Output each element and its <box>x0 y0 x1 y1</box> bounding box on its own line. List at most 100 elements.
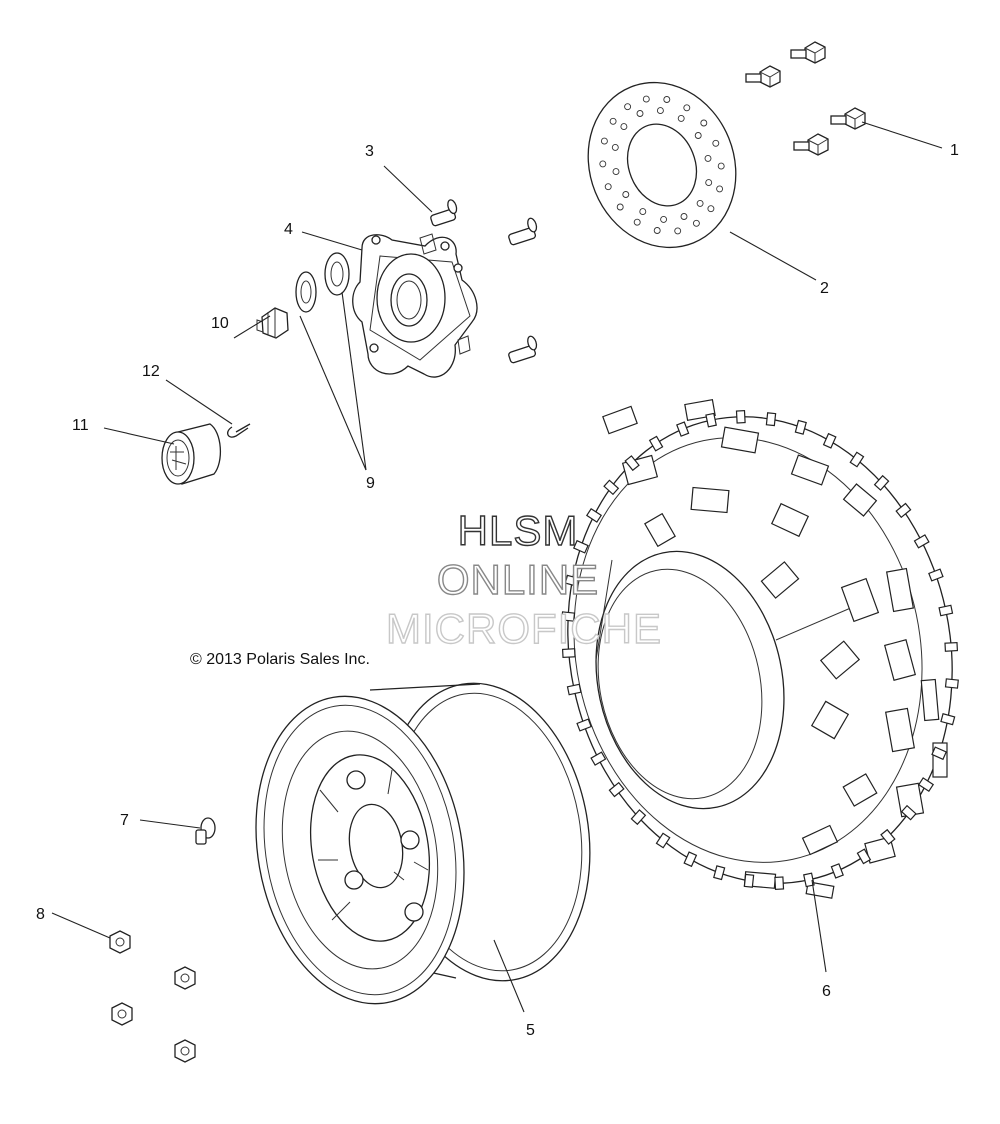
hub-cap <box>161 423 221 485</box>
disc-hole <box>694 132 702 139</box>
hub-stud <box>508 335 538 364</box>
disc-hole <box>696 199 704 207</box>
disc-hole <box>599 160 607 168</box>
disc-hole <box>677 114 685 122</box>
tread-edge <box>608 781 625 798</box>
callout-11: 11 <box>72 417 89 434</box>
tread-edge <box>900 804 917 821</box>
tread-lug <box>690 486 730 514</box>
tread-edge <box>648 435 664 452</box>
washers <box>295 252 350 313</box>
tread-edge <box>830 863 844 879</box>
lug-nuts <box>109 930 196 1063</box>
callout-8: 8 <box>36 906 45 923</box>
tread-edge <box>822 432 837 449</box>
tread-lug <box>884 707 916 753</box>
disc-hole <box>642 95 650 103</box>
tread-edge <box>624 455 640 472</box>
castle-nut <box>256 307 289 339</box>
tread-edge <box>856 848 872 865</box>
tread-edge <box>917 777 935 793</box>
disc-hole <box>609 117 617 125</box>
tread-edge <box>940 713 956 726</box>
disc-hole <box>622 191 630 198</box>
tread-lug <box>602 405 638 435</box>
cotter-pin <box>227 423 251 438</box>
disc-hole <box>707 205 715 213</box>
callout-10: 10 <box>211 315 229 332</box>
callout-3: 3 <box>365 143 374 160</box>
disc-hole <box>624 103 632 111</box>
watermark-line3: MICROFICHE <box>386 605 662 652</box>
watermark: HLSM ONLINE MICROFICHE <box>385 506 662 652</box>
callout-7: 7 <box>120 812 129 829</box>
tread-lug <box>770 502 810 538</box>
tread-edge <box>683 851 698 868</box>
disc-hole <box>700 119 708 127</box>
valve-stem <box>195 817 216 845</box>
tread-lug <box>760 561 800 599</box>
copyright-text: © 2013 Polaris Sales Inc. <box>190 651 370 668</box>
disc-hole <box>674 227 682 235</box>
disc-hole <box>656 107 664 115</box>
hub-studs <box>430 199 538 364</box>
tread-edge <box>561 648 576 659</box>
tread-lug <box>819 640 861 680</box>
brake-bolt <box>790 41 826 64</box>
tread-edge <box>590 751 607 766</box>
tread-edge <box>774 876 785 891</box>
leader-lines <box>51 121 943 1013</box>
callout-2: 2 <box>820 280 829 297</box>
watermark-line2: ONLINE <box>437 556 599 603</box>
tread-edge <box>585 507 603 523</box>
tread-edge <box>735 409 746 424</box>
disc-hole <box>712 139 720 147</box>
tread-lug <box>842 773 878 807</box>
disc-hole <box>639 208 647 216</box>
callout-6: 6 <box>822 983 831 1000</box>
tread-edge <box>938 604 954 617</box>
callout-labels: 1 2 3 4 5 6 7 8 9 10 12 11 <box>36 142 959 1039</box>
tread-lug <box>644 512 676 548</box>
tread-edge <box>572 539 589 554</box>
tread-lug <box>883 639 917 681</box>
tread-lug <box>720 426 760 454</box>
lug-nut <box>174 966 196 990</box>
tread-lug <box>920 678 940 722</box>
tread-edge <box>944 641 959 652</box>
tread-edge <box>603 479 620 496</box>
disc-hole <box>633 218 641 226</box>
tread-edge <box>630 809 647 826</box>
tread-lug <box>840 577 880 623</box>
brake-bolt <box>830 107 866 130</box>
disc-hole <box>660 215 668 223</box>
tread-edge <box>944 678 959 689</box>
brake-disc <box>587 81 737 249</box>
tread-lug <box>842 483 878 517</box>
callout-4: 4 <box>284 221 293 238</box>
watermark-line1: HLSM <box>458 507 579 554</box>
disc-hole <box>663 96 671 103</box>
tread-edge <box>794 419 807 435</box>
disc-hole <box>705 179 713 187</box>
callout-11-alt: 12 <box>142 363 160 380</box>
brake-bolt <box>793 133 829 156</box>
disc-hole <box>616 203 624 211</box>
callout-5: 5 <box>526 1022 535 1039</box>
disc-hole <box>636 110 644 117</box>
tread-edge <box>931 746 948 761</box>
tread-edge <box>676 421 690 437</box>
tread-edge <box>705 412 717 428</box>
disc-hole <box>611 143 619 151</box>
tread-edge <box>803 872 815 888</box>
tread-edge <box>561 611 576 622</box>
disc-hole <box>704 154 712 162</box>
lug-nut <box>111 1002 133 1026</box>
tread-edge <box>895 502 912 519</box>
tread-lug <box>810 700 850 740</box>
callout-1: 1 <box>950 142 959 159</box>
tread-edge <box>880 828 896 845</box>
tread-edge <box>765 412 777 427</box>
disc-hole <box>692 219 700 227</box>
tread-lug <box>801 824 839 856</box>
